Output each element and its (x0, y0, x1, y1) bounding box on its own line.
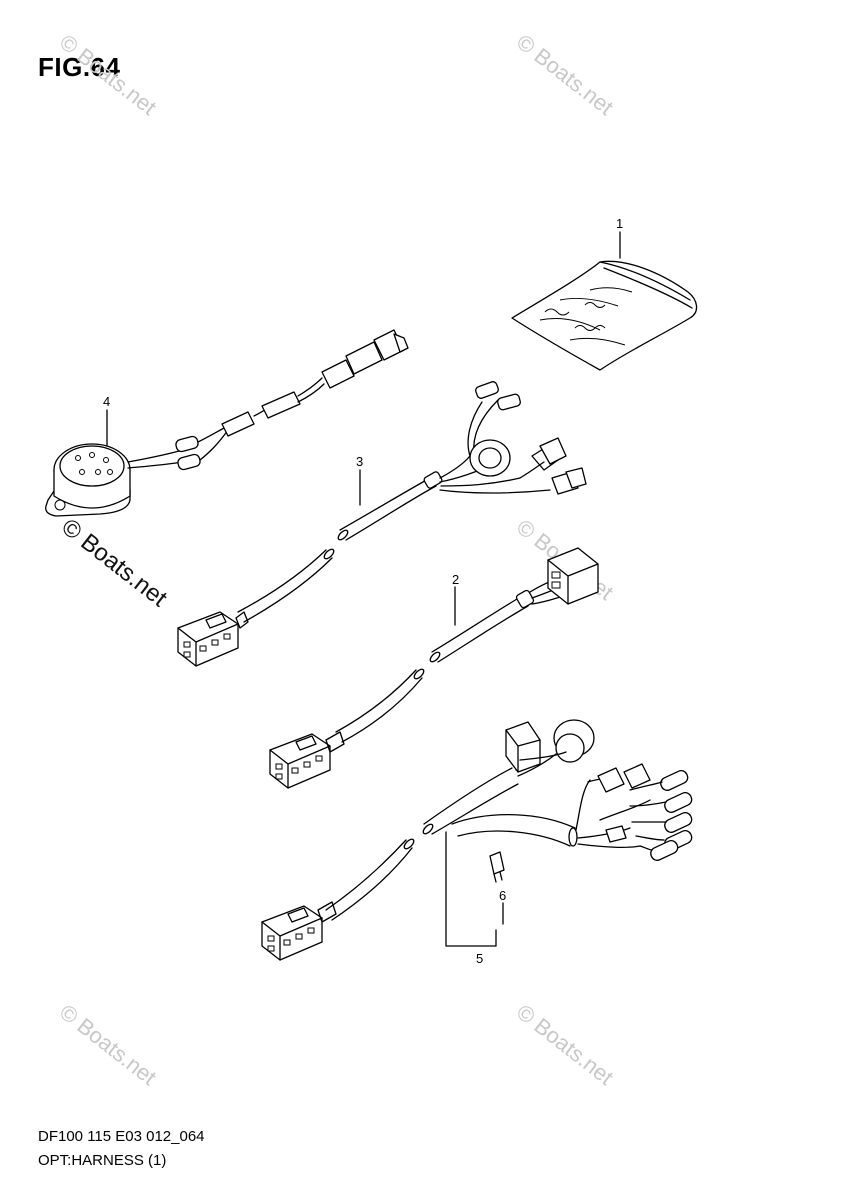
svg-text:© Boats.net: © Boats.net (55, 999, 161, 1090)
callout-3: 3 (356, 454, 363, 469)
part-6-fuse (489, 851, 505, 925)
part-1-bag (511, 231, 698, 371)
figure-code: DF100 115 E03 012_064 (38, 1128, 205, 1145)
svg-text:© Boats.net: © Boats.net (512, 29, 618, 120)
watermark-bottom-right: © Boats.net (512, 999, 618, 1090)
watermark-dark: © Boats.net (56, 513, 172, 612)
callout-5: 5 (476, 951, 483, 966)
watermark-top-right: © Boats.net (512, 29, 618, 120)
callout-1: 1 (616, 216, 623, 231)
part-4-buzzer (45, 329, 409, 517)
callout-2: 2 (452, 572, 459, 587)
part-2-harness (269, 547, 599, 789)
svg-text:© Boats.net: © Boats.net (512, 999, 618, 1090)
figure-name: OPT:HARNESS (1) (38, 1152, 167, 1169)
part-3-harness (177, 381, 587, 667)
part-5-harness (261, 719, 693, 961)
callout-4: 4 (103, 394, 110, 409)
figure-title: FIG.64 (38, 52, 121, 82)
svg-text:© Boats.net: © Boats.net (56, 513, 172, 612)
watermark-top-left: © Boats.net (55, 29, 161, 120)
svg-text:© Boats.net: © Boats.net (55, 29, 161, 120)
callout-6: 6 (499, 888, 506, 903)
watermark-bottom-left: © Boats.net (55, 999, 161, 1090)
